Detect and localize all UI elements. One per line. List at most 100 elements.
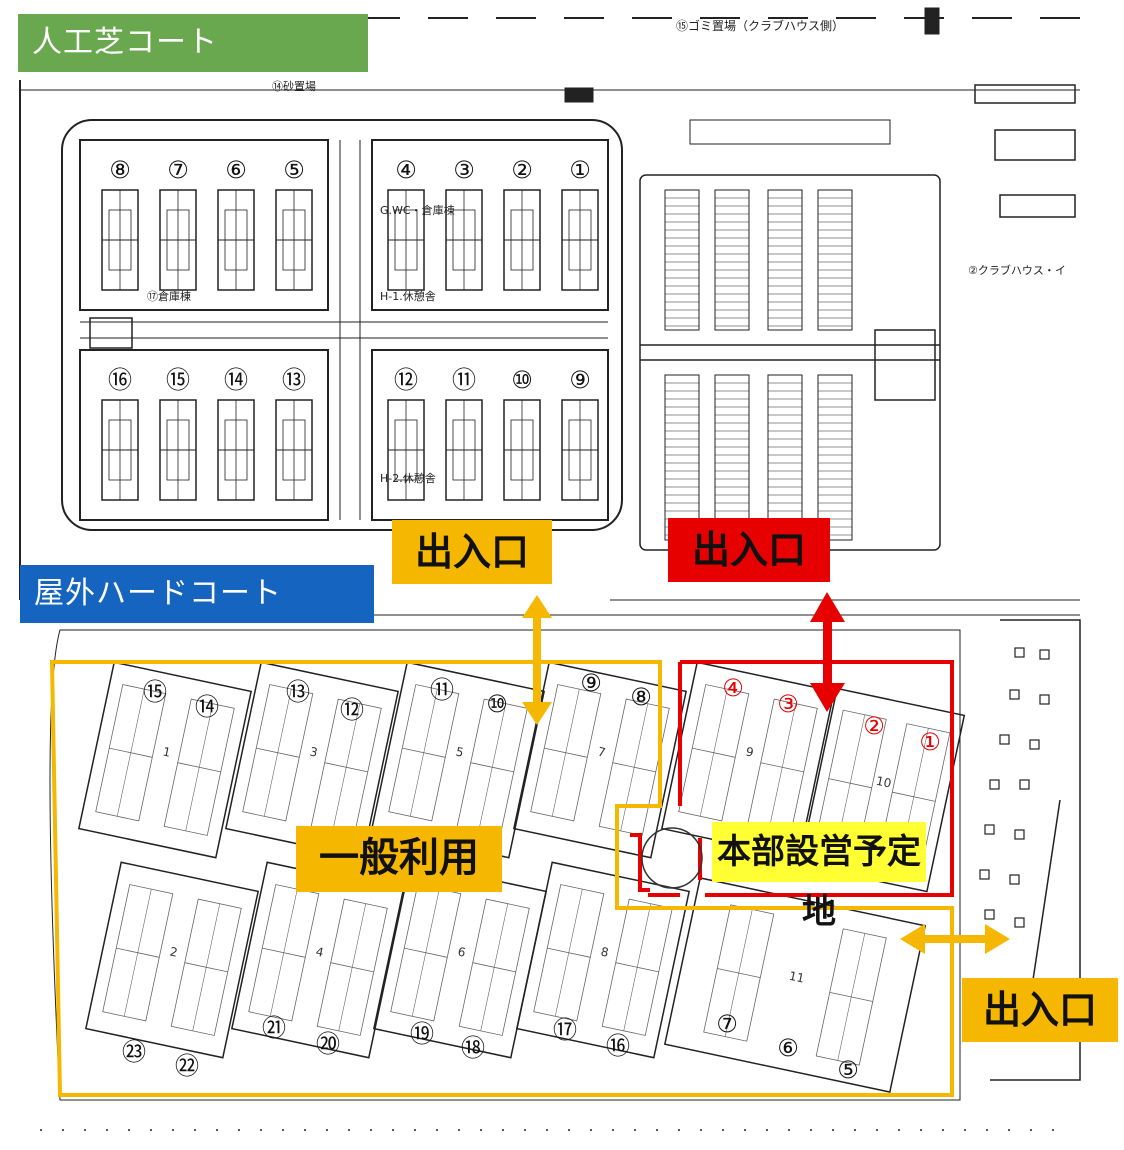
section-label-hard: 屋外ハードコート [20,565,374,623]
headquarters-zone [678,660,954,897]
site-marker [989,779,1000,790]
hard-court-number: ⑤ [837,1056,859,1084]
hard-court-number: ⑱ [461,1034,485,1062]
parking-row [714,189,750,331]
hard-court-block: 1 [77,661,253,859]
gazebo [641,827,703,889]
site-marker [1009,689,1020,700]
note-sand: ⑭砂置場 [272,80,316,93]
site-marker [1039,649,1050,660]
site-marker [1029,739,1040,750]
block-number: 10 [875,774,893,791]
block-number: 4 [314,945,324,960]
hard-court-number: ⑰ [553,1016,577,1044]
entrance-label-red: 出入口 [668,518,830,582]
hard-court-number: ⑧ [630,683,652,711]
hard-court-number: ⑭ [195,693,219,721]
note-gomi: ⑮ゴミ置場（クラブハウス側） [676,18,844,33]
turf-court-number: ⑩ [511,366,533,394]
block-number: 6 [456,945,466,960]
site-marker [979,869,990,880]
site-marker [1019,779,1030,790]
parking-row [767,189,803,331]
note-wc: G.WC・倉庫棟 [380,203,455,217]
headquarters-marker [630,833,702,897]
turf-court-number: ⑥ [225,156,247,184]
parking-row [664,189,700,331]
site-marker [1039,694,1050,705]
hard-court-block: 8 [515,861,691,1059]
general-use-label: 一般利用 [296,826,502,892]
hard-court-number: ⑪ [430,676,454,704]
hard-court-number: ⑳ [316,1030,340,1058]
hard-court-block: 10 [798,687,966,893]
site-marker [1014,917,1025,928]
hard-court-number: ⑥ [777,1034,799,1062]
block-number: 2 [168,945,178,960]
hard-court-number: ⑩ [486,690,508,718]
turf-court-number: ③ [453,156,475,184]
hard-court-number: ㉑ [262,1014,286,1042]
turf-court-number: ⑤ [283,156,305,184]
turf-court-number: ① [569,156,591,184]
headquarters-label: 本部設営予定地 [712,822,926,932]
site-marker [999,734,1010,745]
block-number: 9 [744,745,754,760]
hard-court-number: ⑦ [716,1010,738,1038]
section-label-turf: 人工芝コート [18,14,368,72]
entrance-arrow-red [810,592,845,712]
turf-court-number: ⑭ [224,366,248,394]
turf-court-number: ⑨ [569,366,591,394]
block-number: 1 [161,745,171,760]
turf-court-number: ⑬ [282,366,306,394]
turf-court-number: ② [511,156,533,184]
right-building [990,619,1081,1081]
hard-court-block: 2 [84,861,260,1059]
site-marker [984,909,995,920]
hard-court-number: ㉓ [122,1038,146,1066]
hq-court-number: ② [863,712,885,740]
hard-court-number: ⑲ [410,1020,434,1048]
note-kyukei2: H-2.休憩舎 [380,471,436,485]
hq-court-number: ④ [722,674,744,702]
site-marker [984,824,995,835]
block-number: 11 [788,969,806,986]
hard-court-number: ⑨ [580,669,602,697]
turf-court-number: ⑦ [167,156,189,184]
parking-row [817,189,853,331]
right-markers [979,647,1050,928]
hard-court-number: ⑫ [340,696,364,724]
turf-court-number: ⑧ [109,156,131,184]
hard-court-number: ⑯ [606,1032,630,1060]
block-number: 7 [596,745,606,760]
note-soko: ⑰倉庫棟 [147,289,191,303]
turf-court-number: ⑮ [166,366,190,394]
hard-court-number: ⑮ [143,678,167,706]
note-kyukei1: H-1.休憩舎 [380,289,436,303]
turf-court-number: ④ [395,156,417,184]
entrance-label-center: 出入口 [392,520,552,584]
block-number: 8 [599,945,609,960]
turf-court-number: ⑪ [452,366,476,394]
site-marker [1014,829,1025,840]
hard-court-block: 7 [512,661,688,859]
parking-row [817,374,853,541]
site-marker [1014,647,1025,658]
turf-court-number: ⑯ [108,366,132,394]
entrance-arrow-center [522,595,552,725]
site-marker [1009,874,1020,885]
hard-court-number: ⑬ [286,678,310,706]
hard-court-block: 4 [230,861,406,1059]
site-lines [19,7,1080,616]
note-clubhouse: ②クラブハウス・イ [968,263,1066,277]
turf-court-number: ⑫ [394,366,418,394]
hq-court-number: ① [919,728,941,756]
turf-area [61,119,623,531]
hard-court-number: ㉒ [175,1052,199,1080]
block-number: 3 [308,745,318,760]
entrance-arrow-right [900,924,1010,954]
block-number: 5 [454,745,464,760]
general-use-zone [49,660,954,1097]
entrance-label-right: 出入口 [962,978,1118,1042]
hq-court-number: ③ [777,690,799,718]
